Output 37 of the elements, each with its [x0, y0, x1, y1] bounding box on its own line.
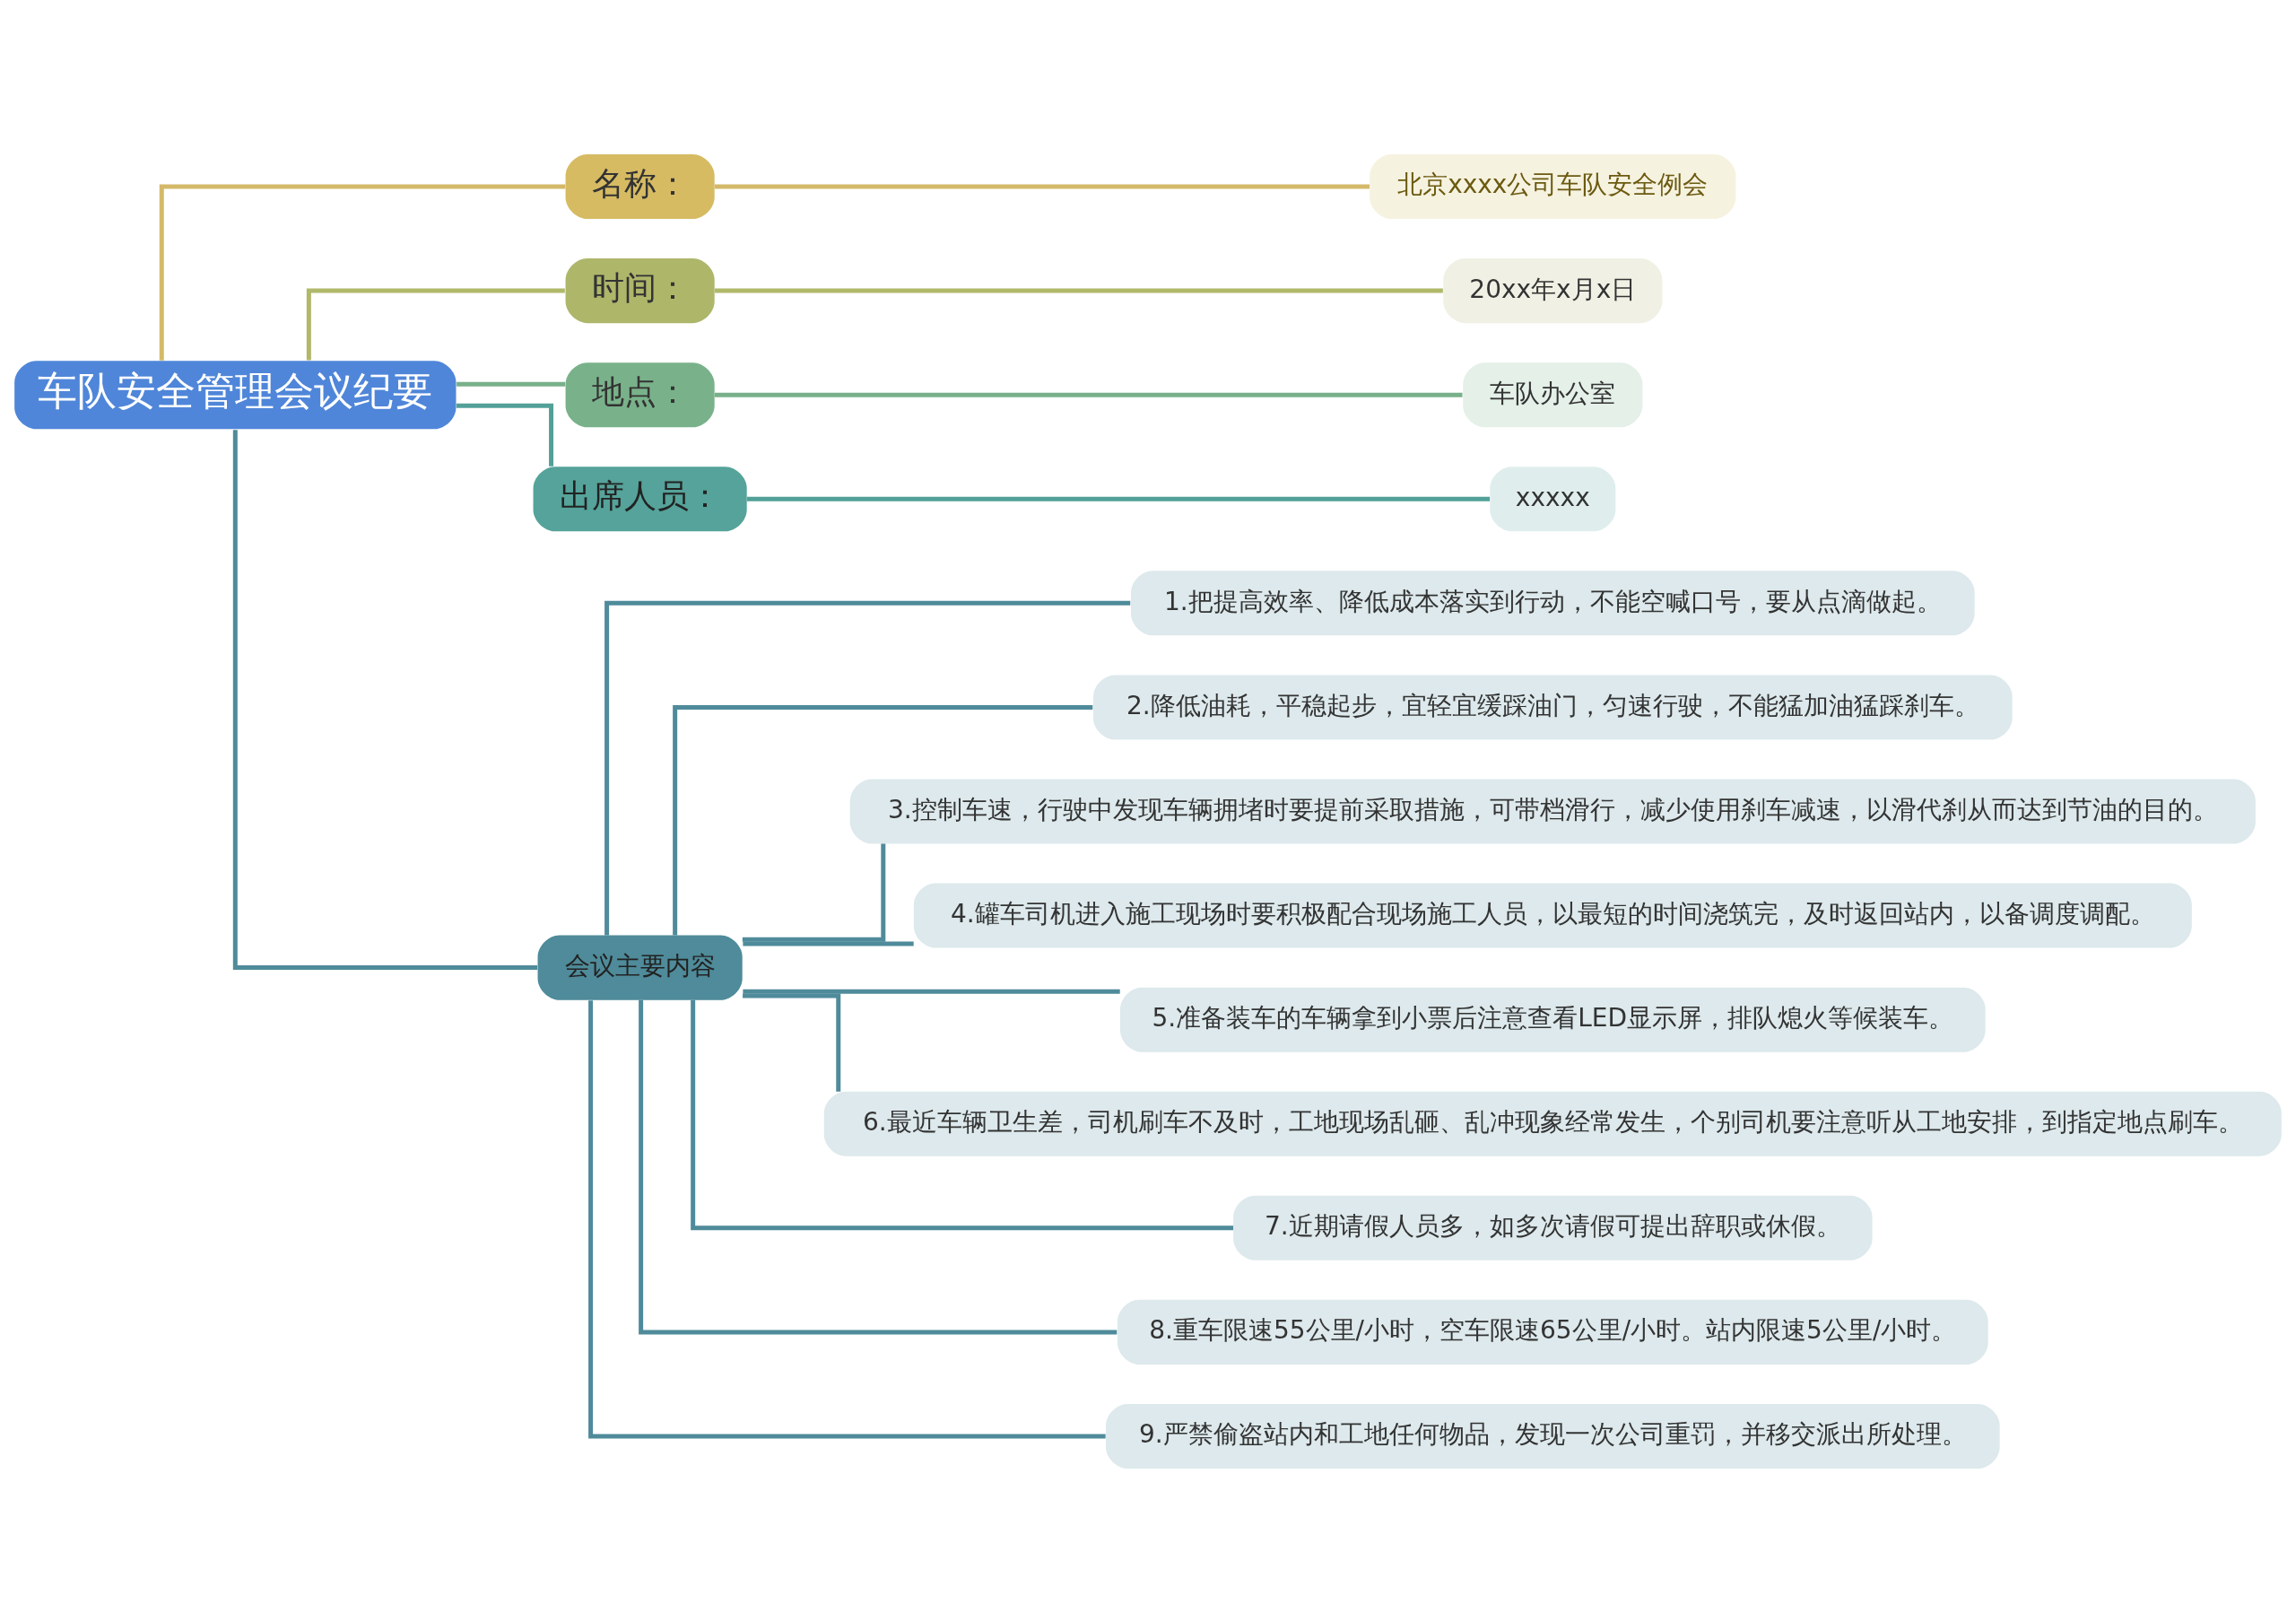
connector	[306, 288, 565, 361]
connector	[743, 989, 1120, 994]
connector	[673, 704, 1093, 935]
connector	[457, 381, 566, 387]
connector	[639, 999, 1118, 1334]
node-box: 3.控制车速，行驶中发现车辆拥堵时要提前采取措施，可带档滑行，减少使用刹车减速，以滑代刹从而达到节油的目的。	[849, 779, 2256, 843]
node-box: 8.重车限速55公里/小时，空车限速65公里/小时。站内限速5公里/小时。	[1118, 1299, 1988, 1365]
connector	[232, 429, 538, 970]
node-box: 5.准备装车的车辆拿到小票后注意查看LED显示屏，排队熄火等候装车。	[1120, 987, 1986, 1052]
connector	[714, 288, 1443, 293]
connector	[742, 843, 886, 942]
node-box: 地点：	[565, 362, 715, 427]
node-box: 车队安全管理会议纪要	[14, 360, 457, 429]
connector	[714, 392, 1463, 397]
connector	[743, 940, 914, 946]
node-box: xxxxx	[1490, 466, 1616, 531]
connector	[746, 496, 1491, 501]
node-box: 1.把提高效率、降低成本落实到行动，不能空喊口号，要从点滴做起。	[1131, 570, 1975, 635]
node-box: 会议主要内容	[537, 935, 743, 1000]
connector	[691, 999, 1233, 1230]
node-box: 名称：	[565, 153, 715, 219]
node-box: 4.罐车司机进入施工现场时要积极配合现场施工人员，以最短的时间浇筑完，及时返回站内，以备调度调配。	[913, 883, 2192, 948]
connector	[159, 184, 566, 361]
node-box: 6.最近车辆卫生差，司机刷车不及时，工地现场乱砸、乱冲现象经常发生，个别司机要注意听从工地安排，到指定地点刷车。	[823, 1091, 2282, 1156]
connector	[456, 403, 554, 467]
connector	[743, 993, 841, 1092]
connector	[604, 600, 1131, 936]
connector	[588, 999, 1106, 1438]
connector	[714, 184, 1370, 189]
node-box: 出席人员：	[533, 466, 747, 531]
node-box: 20xx年x月x日	[1443, 257, 1663, 323]
node-box: 9.严禁偷盗站内和工地任何物品，发现一次公司重罚，并移交派出所处理。	[1105, 1403, 2000, 1469]
node-box: 7.近期请假人员多，如多次请假可提出辞职或休假。	[1233, 1195, 1873, 1260]
node-box: 时间：	[565, 257, 715, 323]
node-box: 北京xxxx公司车队安全例会	[1370, 153, 1736, 219]
node-box: 车队办公室	[1463, 362, 1643, 427]
node-box: 2.降低油耗，平稳起步，宜轻宜缓踩油门，匀速行驶，不能猛加油猛踩刹车。	[1092, 674, 2013, 739]
